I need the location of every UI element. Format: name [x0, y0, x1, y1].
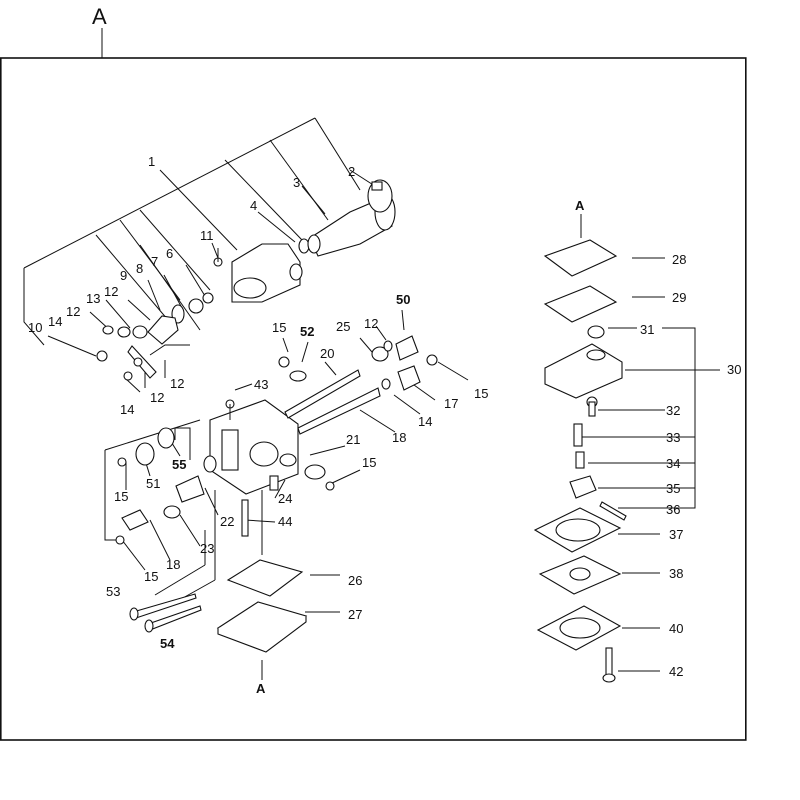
callout-21: 21 — [346, 432, 360, 447]
part-plate-40 — [536, 605, 622, 651]
callout-15-e: 15 — [144, 569, 158, 584]
callout-8: 8 — [136, 261, 143, 276]
callout-4: 4 — [250, 198, 257, 213]
part-levers-right — [278, 335, 438, 491]
ref-label-right: A — [575, 198, 585, 213]
callout-1: 1 — [148, 154, 155, 169]
callout-20: 20 — [320, 346, 334, 361]
callout-33: 33 — [666, 430, 680, 445]
callout-34: 34 — [666, 456, 680, 471]
callout-52: 52 — [300, 324, 314, 339]
corner-label: A — [92, 4, 107, 29]
callout-12-d: 12 — [150, 390, 164, 405]
leader-lines — [47, 139, 469, 680]
callout-10: 10 — [28, 320, 42, 335]
part-gasket-37 — [533, 507, 622, 553]
part-screw-42 — [602, 647, 616, 683]
callout-30: 30 — [727, 362, 741, 377]
callout-24: 24 — [278, 491, 292, 506]
callout-12-e: 12 — [364, 316, 378, 331]
callout-14-a: 14 — [48, 314, 62, 329]
part-needle-stack — [569, 396, 627, 521]
callout-37: 37 — [669, 527, 683, 542]
part-left-components — [115, 427, 279, 545]
leader-lines-right — [582, 257, 720, 672]
callout-54: 54 — [160, 636, 175, 651]
callout-18-a: 18 — [392, 430, 406, 445]
callout-29: 29 — [672, 290, 686, 305]
callout-42: 42 — [669, 664, 683, 679]
callout-28: 28 — [672, 252, 686, 267]
callout-55: 55 — [172, 457, 186, 472]
part-gasket-28 — [543, 239, 618, 277]
callout-9: 9 — [120, 268, 127, 283]
callout-31: 31 — [640, 322, 654, 337]
part-cover-30 — [544, 325, 623, 399]
callout-23: 23 — [200, 541, 214, 556]
callout-43: 43 — [254, 377, 268, 392]
callout-15-b: 15 — [474, 386, 488, 401]
callout-51: 51 — [146, 476, 160, 491]
callout-44: 44 — [278, 514, 292, 529]
assembly-bracket — [23, 117, 361, 346]
callout-14-b: 14 — [120, 402, 134, 417]
part-air-filter-adapter — [213, 243, 303, 303]
callout-15-a: 15 — [272, 320, 286, 335]
callout-17: 17 — [444, 396, 458, 411]
part-diaphragm-29 — [543, 285, 618, 323]
part-diaphragm-38 — [538, 555, 622, 595]
callout-32: 32 — [666, 403, 680, 418]
callout-15-d: 15 — [114, 489, 128, 504]
callout-3: 3 — [293, 175, 300, 190]
callout-14-c: 14 — [418, 414, 432, 429]
part-ring-clamp — [367, 179, 393, 213]
callout-13: 13 — [86, 291, 100, 306]
callout-12-b: 12 — [66, 304, 80, 319]
part-gaskets-26-27 — [216, 559, 308, 653]
part-shafts — [284, 340, 393, 435]
callout-labels: 1 2 3 4 6 7 8 9 10 11 12 12 12 12 12 13 … — [28, 154, 741, 679]
diagram-frame — [0, 57, 747, 741]
callout-11: 11 — [200, 228, 214, 243]
callout-12-c: 12 — [170, 376, 184, 391]
callout-25: 25 — [336, 319, 350, 334]
callout-6: 6 — [166, 246, 173, 261]
callout-36: 36 — [666, 502, 680, 517]
callout-22: 22 — [220, 514, 234, 529]
callout-40: 40 — [669, 621, 683, 636]
callout-7: 7 — [151, 254, 158, 269]
callout-38: 38 — [669, 566, 683, 581]
callout-12-a: 12 — [104, 284, 118, 299]
ref-label-left: A — [256, 681, 266, 696]
part-throttle-lever — [96, 315, 179, 381]
part-carburetor-body — [203, 399, 299, 495]
part-screws-53-54 — [129, 593, 202, 633]
callout-18-b: 18 — [166, 557, 180, 572]
callout-26: 26 — [348, 573, 362, 588]
callout-2: 2 — [348, 164, 355, 179]
callout-27: 27 — [348, 607, 362, 622]
callout-50: 50 — [396, 292, 410, 307]
callout-35: 35 — [666, 481, 680, 496]
callout-15-c: 15 — [362, 455, 376, 470]
callout-53: 53 — [106, 584, 120, 599]
